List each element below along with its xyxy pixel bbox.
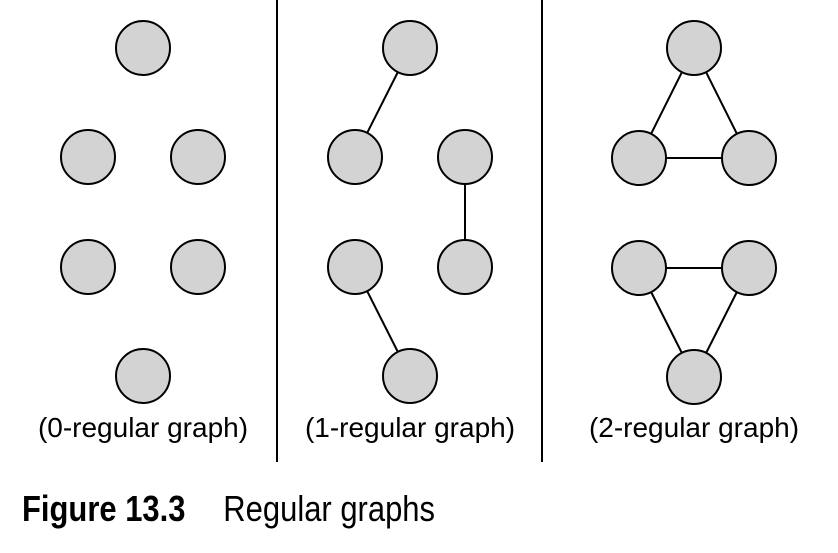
graph-node-c [721,130,777,186]
graph-node-e [721,240,777,296]
graph-node-e [437,239,493,295]
graph-node-e [170,239,226,295]
graph-node-c [437,129,493,185]
graph-node-f [115,348,171,404]
graph-node-c [170,129,226,185]
panel-label-0-regular: (0-regular graph) [38,412,248,443]
caption-text: Regular graphs [223,488,436,529]
figure-caption: Figure 13.3 Regular graphs [22,488,435,538]
graph-node-f [382,348,438,404]
graph-node-d [60,239,116,295]
panel-0-regular [60,20,226,404]
graph-node-b [60,129,116,185]
graph-node-f [666,349,722,405]
panel-1-regular [327,20,493,404]
graph-node-b [327,129,383,185]
panel-label-1-regular: (1-regular graph) [305,412,515,443]
panel-2-regular [611,20,777,405]
graph-node-b [611,130,667,186]
graph-node-a [382,20,438,76]
regular-graphs-figure: (0-regular graph) (1-regular graph) (2-r… [38,0,799,462]
caption-number: Figure 13.3 [22,488,186,529]
graph-node-a [666,20,722,76]
panel-label-2-regular: (2-regular graph) [589,412,799,443]
graph-node-d [327,239,383,295]
graph-node-d [611,240,667,296]
graph-node-a [115,20,171,76]
